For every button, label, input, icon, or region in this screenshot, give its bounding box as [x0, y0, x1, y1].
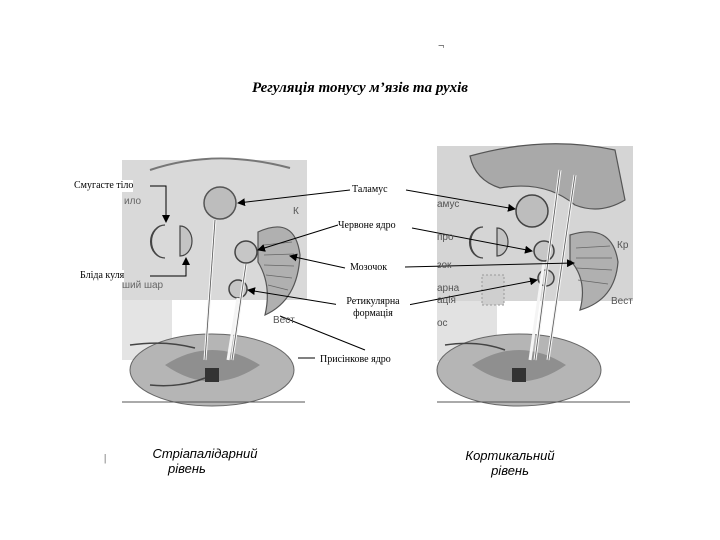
left-fig-k: К: [293, 206, 299, 217]
left-motor-neuron: [205, 368, 219, 382]
label-thalamus: Таламус: [352, 184, 388, 196]
right-fig-mats: ація: [437, 295, 456, 306]
label-pallidum: Бліда куля: [80, 270, 125, 282]
arrow-red-left: [257, 224, 339, 252]
arrow-reticular-left: [247, 287, 341, 306]
caption-right: Кортикальний рівень: [435, 448, 585, 478]
label-reticular: Ретикулярна формація: [336, 296, 410, 320]
arrow-reticular-right: [407, 277, 538, 306]
right-thalamus-circle: [515, 194, 549, 228]
right-cerebellum-shape: [569, 231, 619, 311]
left-fig-vest: Вест: [273, 315, 295, 326]
arrow-vestibular-left: [279, 315, 366, 351]
right-brain-figure: [436, 143, 633, 407]
left-striatum-shape: [149, 224, 166, 259]
caption-right-line2: рівень: [491, 463, 529, 478]
label-striatum: Смугасте тіло: [74, 180, 134, 192]
left-thalamus-circle: [203, 186, 237, 220]
right-motor-neuron: [512, 368, 526, 382]
arrow-thalamus-left: [237, 189, 351, 207]
label-reticular-line2: формація: [353, 308, 393, 319]
page-title: Регуляція тонусу м’язів та рухів: [252, 80, 468, 96]
arrow-cerebellum-left: [289, 253, 346, 269]
right-fig-os: ос: [437, 318, 448, 329]
left-brain-figure: [122, 157, 307, 407]
left-red-nucleus-circle: [234, 240, 258, 264]
right-fig-rna: арна: [437, 283, 460, 294]
right-fig-amus: амус: [437, 199, 460, 210]
label-red-nucleus: Червоне ядро: [338, 220, 396, 232]
arrow-red-right: [411, 227, 533, 254]
caption-left-line2: рівень: [168, 461, 206, 476]
right-cortex-shape: [469, 143, 626, 210]
right-fig-zok: зок: [437, 260, 452, 271]
left-cortex-arc: [149, 157, 291, 171]
arrow-thalamus-right: [405, 189, 516, 212]
right-fig-pro: про: [437, 232, 454, 243]
right-reticular-patch: [481, 274, 505, 306]
arrow-cerebellum-right: [404, 259, 575, 268]
right-fig-kr: Кр: [617, 240, 629, 251]
label-reticular-line1: Ретикулярна: [346, 296, 400, 307]
caption-right-line1: Кортикальний: [465, 448, 555, 463]
right-fig-ves: Вест: [611, 296, 633, 307]
caption-left: Стріапалідарний рівень: [130, 446, 280, 476]
label-cerebellum: Мозочок: [350, 262, 388, 274]
left-fig-ilo: ило: [124, 196, 142, 207]
arrow-striatum-left: [150, 185, 170, 223]
caption-left-line1: Стріапалідарний: [152, 446, 258, 461]
left-fig-shar: ший шар: [122, 280, 164, 291]
left-pallidum-shape: [179, 225, 193, 257]
label-vestibular: Присінкове ядро: [320, 354, 391, 366]
left-spinal-gray-matter: [165, 350, 260, 382]
left-cerebellum-shape: [257, 226, 301, 317]
top-mark: ¬: [438, 40, 445, 52]
pointer-arrows: [150, 185, 575, 359]
arrow-pallidum-left: [150, 257, 190, 277]
left-mark: |: [104, 452, 107, 464]
